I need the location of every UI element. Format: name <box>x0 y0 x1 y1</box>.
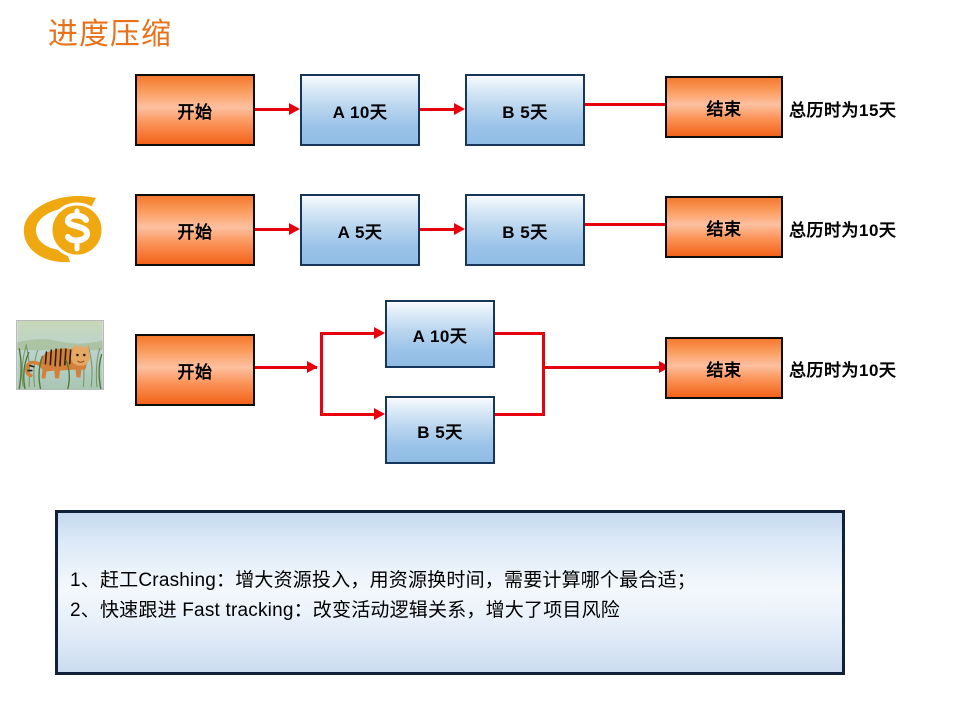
arrowhead-start-to-a-row2 <box>289 223 300 235</box>
arrowhead-split-to-b-row3 <box>374 408 385 420</box>
connector-merge-to-end-row3 <box>542 366 668 369</box>
node-activity-b-row3[interactable]: B 5天 <box>385 396 495 464</box>
node-activity-a-row1[interactable]: A 10天 <box>300 74 420 146</box>
connector-a-to-b-row1 <box>420 108 460 111</box>
node-start-row1[interactable]: 开始 <box>135 74 255 146</box>
connector-b-to-merge-row3 <box>495 413 545 416</box>
note-box: 1、赶工Crashing：增大资源投入，用资源换时间，需要计算哪个最合适； 2、… <box>55 510 845 675</box>
node-activity-a-row2[interactable]: A 5天 <box>300 194 420 266</box>
money-icon <box>20 192 112 268</box>
node-activity-b-row2[interactable]: B 5天 <box>465 194 585 266</box>
connector-b-to-end-row1 <box>585 103 675 106</box>
connector-start-to-a-row1 <box>255 108 295 111</box>
arrowhead-a-to-b-row1 <box>454 103 465 115</box>
node-end-row1[interactable]: 结束 <box>665 76 783 138</box>
note-line-fast-tracking: 2、快速跟进 Fast tracking：改变活动逻辑关系，增大了项目风险 <box>70 600 621 621</box>
tiger-image <box>16 320 104 390</box>
node-end-row2[interactable]: 结束 <box>665 196 783 258</box>
duration-note-row3: 总历时为10天 <box>789 361 897 380</box>
arrowhead-start-to-split-row3 <box>307 361 318 373</box>
node-start-row2[interactable]: 开始 <box>135 194 255 266</box>
duration-note-row2: 总历时为10天 <box>789 221 897 240</box>
node-activity-a-row3[interactable]: A 10天 <box>385 300 495 368</box>
page-title: 进度压缩 <box>48 18 172 51</box>
arrowhead-a-to-b-row2 <box>454 223 465 235</box>
note-text: 1、赶工Crashing：增大资源投入，用资源换时间，需要计算哪个最合适； 2、… <box>70 566 832 626</box>
connector-start-to-split-row3 <box>255 366 317 369</box>
note-line-crashing: 1、赶工Crashing：增大资源投入，用资源换时间，需要计算哪个最合适； <box>70 570 697 591</box>
arrowhead-split-to-a-row3 <box>374 327 385 339</box>
duration-note-row1: 总历时为15天 <box>789 101 897 120</box>
node-start-row3[interactable]: 开始 <box>135 334 255 406</box>
connector-a-to-b-row2 <box>420 228 460 231</box>
node-activity-b-row1[interactable]: B 5天 <box>465 74 585 146</box>
connector-split-to-b-row3 <box>320 413 382 416</box>
connector-a-to-merge-row3 <box>495 332 545 335</box>
connector-merge-vertical-row3 <box>542 332 545 416</box>
connector-split-to-a-row3 <box>320 332 382 335</box>
connector-start-to-a-row2 <box>255 228 295 231</box>
arrowhead-merge-to-end-row3 <box>659 361 670 373</box>
node-end-row3[interactable]: 结束 <box>665 337 783 399</box>
arrowhead-start-to-a-row1 <box>289 103 300 115</box>
connector-b-to-end-row2 <box>585 223 675 226</box>
connector-split-vertical-row3 <box>320 332 323 416</box>
